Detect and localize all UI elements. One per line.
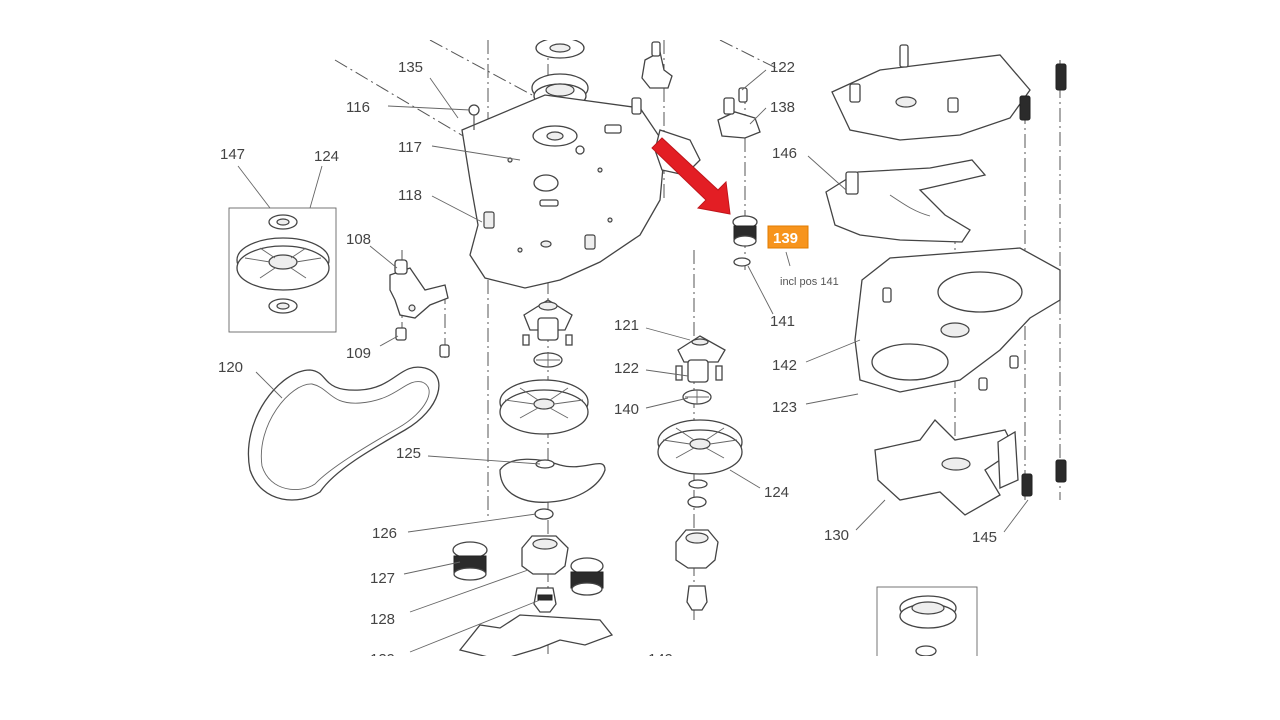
label-121: 121	[614, 317, 639, 334]
label-116: 116	[346, 99, 370, 116]
belt-120	[247, 366, 440, 501]
label-141: 141	[770, 313, 795, 330]
label-122-top: 122	[770, 59, 795, 76]
label-130: 130	[824, 527, 849, 544]
label-147: 147	[220, 146, 245, 163]
label-140: 140	[614, 401, 639, 418]
highlight-arrow	[651, 137, 731, 215]
label-146: 146	[772, 145, 797, 162]
label-138: 138	[770, 99, 795, 116]
inset-pulley	[228, 207, 337, 333]
label-128: 128	[370, 611, 395, 628]
deck-housing	[854, 247, 1061, 393]
label-149: 149	[648, 651, 673, 668]
highlight-badge-139: 139	[767, 225, 809, 249]
label-120: 120	[218, 359, 243, 376]
label-145: 145	[972, 529, 997, 546]
part-labels: 135 116 117 118 108 109 147 124 120 125 …	[218, 59, 997, 668]
lower-plate	[458, 614, 614, 656]
label-124: 124	[764, 484, 789, 501]
upper-plate	[461, 94, 666, 289]
bracket-146	[825, 159, 987, 243]
right-top-plate	[831, 44, 1031, 141]
label-125: 125	[396, 445, 421, 462]
plate-130	[874, 419, 1019, 516]
label-123: 123	[772, 399, 797, 416]
highlight-number: 139	[773, 230, 798, 247]
label-126: 126	[372, 525, 397, 542]
right-stack	[657, 335, 743, 611]
bracket-108	[389, 259, 450, 358]
label-135: 135	[398, 59, 423, 76]
label-108: 108	[346, 231, 371, 248]
part-139-spring	[732, 215, 758, 267]
right-springs	[1019, 63, 1067, 497]
inset-bearing	[876, 586, 978, 656]
label-122-mid: 122	[614, 360, 639, 377]
label-129: 129	[370, 651, 395, 668]
label-118: 118	[398, 187, 422, 204]
label-142: 142	[772, 357, 797, 374]
label-109: 109	[346, 345, 371, 362]
center-stack	[499, 299, 589, 613]
label-117: 117	[398, 139, 422, 156]
label-124-inset: 124	[314, 148, 339, 165]
leader-lines	[237, 69, 1029, 653]
highlight-note: incl pos 141	[780, 276, 839, 288]
bracket-138	[717, 87, 761, 139]
spool-127	[452, 541, 604, 596]
label-127: 127	[370, 570, 395, 587]
